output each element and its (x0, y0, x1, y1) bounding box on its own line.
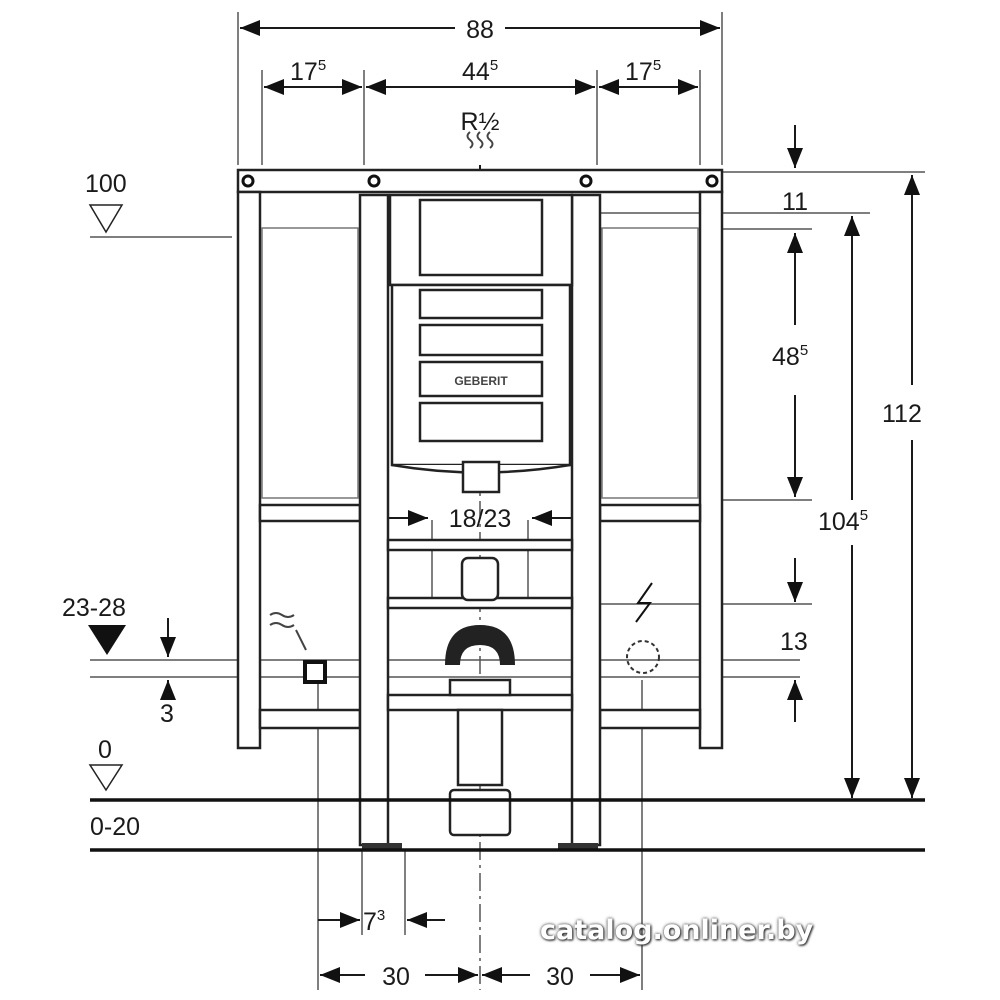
dim-supply: R½ (461, 108, 500, 136)
left-upright (358, 193, 390, 847)
dim-post-offset: 73 (363, 907, 385, 936)
dim-right-spacing: 30 (546, 963, 574, 991)
dim-center-width: 445 (462, 57, 498, 86)
power-socket (626, 640, 660, 674)
electric-icon (635, 582, 653, 623)
dim-outlet-offset: 3 (160, 700, 174, 728)
label-level-100: 100 (85, 170, 127, 198)
dim-frame-height: 112 (882, 400, 922, 428)
extension-lines (90, 12, 925, 990)
flush-pipe (460, 556, 500, 602)
dim-overall-width: 88 (466, 16, 494, 44)
dim-inner-height: 1045 (818, 507, 868, 536)
dim-side-right: 175 (625, 57, 661, 86)
dim-top-offset: 11 (782, 188, 808, 216)
dim-side-left: 175 (290, 57, 326, 86)
dimension-arrows (160, 20, 920, 983)
dim-left-spacing: 30 (382, 963, 410, 991)
dim-bolt-spacing: 18/23 (449, 505, 512, 533)
water-supply-icon (269, 612, 307, 651)
dim-cistern-height: 485 (772, 342, 808, 371)
drain-connector (445, 625, 515, 665)
right-upright (570, 193, 602, 847)
dim-drain-offset: 13 (780, 628, 808, 656)
level-100-icon (88, 204, 124, 234)
drain-bend (448, 788, 512, 837)
brand-logo: GEBERIT (454, 374, 508, 388)
left-panel (261, 227, 359, 499)
frame (236, 168, 724, 849)
label-level-outlet: 23-28 (62, 594, 126, 622)
watermark: catalog.onliner.by (540, 915, 814, 946)
level-0-icon (88, 764, 124, 792)
cistern: GEBERIT (269, 131, 660, 837)
right-panel (601, 227, 699, 499)
water-inlet (303, 660, 327, 684)
label-level-0: 0 (98, 736, 112, 764)
water-supply-icon-top (466, 131, 494, 149)
level-outlet-icon (88, 625, 126, 655)
dimension-labels: 88 175 445 175 R½ 11 485 112 1045 18/23 … (62, 16, 922, 991)
levels (88, 204, 925, 852)
label-floor-build: 0-20 (90, 813, 140, 841)
brand-plate (418, 360, 544, 398)
